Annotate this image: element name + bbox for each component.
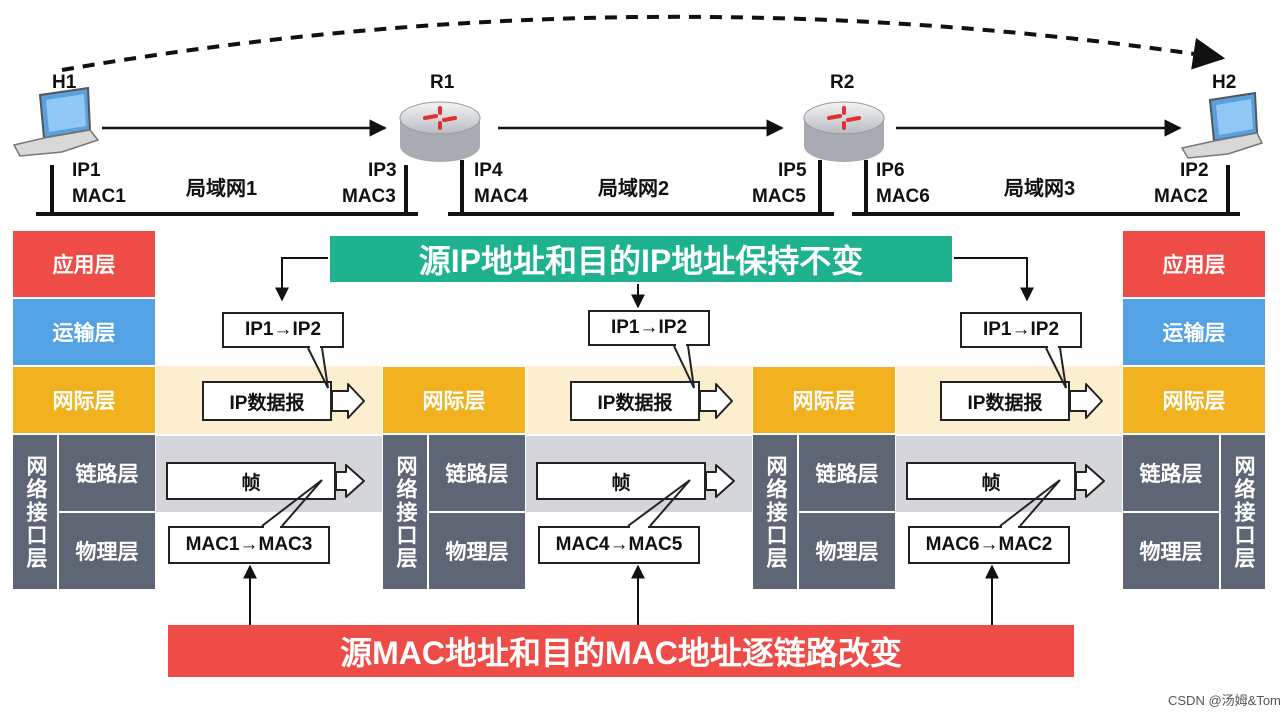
end-to-end-dashed-arc bbox=[61, 14, 1226, 72]
r1-network-layer: 网际层 bbox=[382, 366, 526, 434]
h2-network-interface-layer: 网络接口层 bbox=[1220, 434, 1266, 590]
r1-left-mac-label: MAC3 bbox=[342, 186, 396, 207]
lan-bus-1 bbox=[36, 165, 418, 216]
lan-1-label: 局域网1 bbox=[186, 178, 258, 200]
r2-network-interface-layer: 网络接口层 bbox=[752, 434, 798, 590]
ip-pair-callout-3: IP1→IP2 bbox=[960, 312, 1082, 348]
mac-pair-callout-1: MAC1→MAC3 bbox=[168, 526, 330, 564]
h1-network-interface-layer: 网络接口层 bbox=[12, 434, 58, 590]
h2-datalink-layer: 链路层 bbox=[1122, 434, 1220, 512]
mac-changes-banner: 源MAC地址和目的MAC地址逐链路改变 bbox=[168, 625, 1074, 677]
host-h1-label: H1 bbox=[52, 72, 77, 93]
r1-network-interface-layer: 网络接口层 bbox=[382, 434, 428, 590]
ip-pair-callout-2: IP1→IP2 bbox=[588, 310, 710, 346]
lan-bus-3 bbox=[852, 160, 1240, 216]
r1-left-ip-label: IP3 bbox=[368, 160, 397, 181]
h1-mac-label: MAC1 bbox=[72, 186, 126, 207]
h1-ip-label: IP1 bbox=[72, 160, 101, 181]
frame-arrowhead-2 bbox=[705, 464, 735, 498]
h2-ip-label: IP2 bbox=[1180, 160, 1209, 181]
h1-transport-layer: 运输层 bbox=[12, 298, 156, 366]
laptop-icon-h2 bbox=[1180, 91, 1264, 159]
router-icon-r1 bbox=[399, 101, 481, 162]
laptop-icon-h1 bbox=[12, 86, 100, 157]
r2-datalink-layer: 链路层 bbox=[798, 434, 896, 512]
h2-application-layer: 应用层 bbox=[1122, 230, 1266, 298]
mac-pair-callout-2: MAC4→MAC5 bbox=[538, 526, 700, 564]
mac-banner-connectors bbox=[243, 564, 999, 625]
datagram-arrowhead-3 bbox=[1069, 383, 1103, 419]
h2-network-layer: 网际层 bbox=[1122, 366, 1266, 434]
r1-right-mac-label: MAC4 bbox=[474, 186, 528, 207]
router-icon-r2 bbox=[803, 101, 885, 162]
h1-application-layer: 应用层 bbox=[12, 230, 156, 298]
router-r2-label: R2 bbox=[830, 72, 855, 93]
frame-arrowhead-1 bbox=[335, 464, 365, 498]
router-r1-label: R1 bbox=[430, 72, 455, 93]
host-h2-label: H2 bbox=[1212, 72, 1237, 93]
watermark-text: CSDN @汤姆&Tom bbox=[1168, 693, 1281, 708]
r1-physical-layer: 物理层 bbox=[428, 512, 526, 590]
r2-network-layer: 网际层 bbox=[752, 366, 896, 434]
h1-datalink-layer: 链路层 bbox=[58, 434, 156, 512]
r2-right-mac-label: MAC6 bbox=[876, 186, 930, 207]
ip-banner-connectors bbox=[275, 257, 1034, 309]
ip-datagram-box-3: IP数据报 bbox=[940, 381, 1070, 421]
datagram-arrowhead-2 bbox=[699, 383, 733, 419]
ip-datagram-box-2: IP数据报 bbox=[570, 381, 700, 421]
datagram-arrowhead-1 bbox=[331, 383, 365, 419]
h2-transport-layer: 运输层 bbox=[1122, 298, 1266, 366]
frame-arrowhead-3 bbox=[1075, 464, 1105, 498]
r2-physical-layer: 物理层 bbox=[798, 512, 896, 590]
lan-2-label: 局域网2 bbox=[598, 178, 670, 200]
h2-mac-label: MAC2 bbox=[1154, 186, 1208, 207]
mac-pair-callout-3: MAC6→MAC2 bbox=[908, 526, 1070, 564]
h2-physical-layer: 物理层 bbox=[1122, 512, 1220, 590]
r2-left-ip-label: IP5 bbox=[778, 160, 807, 181]
ip-unchanged-banner: 源IP地址和目的IP地址保持不变 bbox=[328, 234, 954, 284]
ip-datagram-box-1: IP数据报 bbox=[202, 381, 332, 421]
r1-datalink-layer: 链路层 bbox=[428, 434, 526, 512]
ip-pair-callout-1: IP1→IP2 bbox=[222, 312, 344, 348]
r2-right-ip-label: IP6 bbox=[876, 160, 905, 181]
r1-right-ip-label: IP4 bbox=[474, 160, 503, 181]
lan-bus-2 bbox=[448, 160, 834, 216]
r2-left-mac-label: MAC5 bbox=[752, 186, 806, 207]
h1-physical-layer: 物理层 bbox=[58, 512, 156, 590]
h1-network-layer: 网际层 bbox=[12, 366, 156, 434]
lan-3-label: 局域网3 bbox=[1004, 178, 1076, 200]
